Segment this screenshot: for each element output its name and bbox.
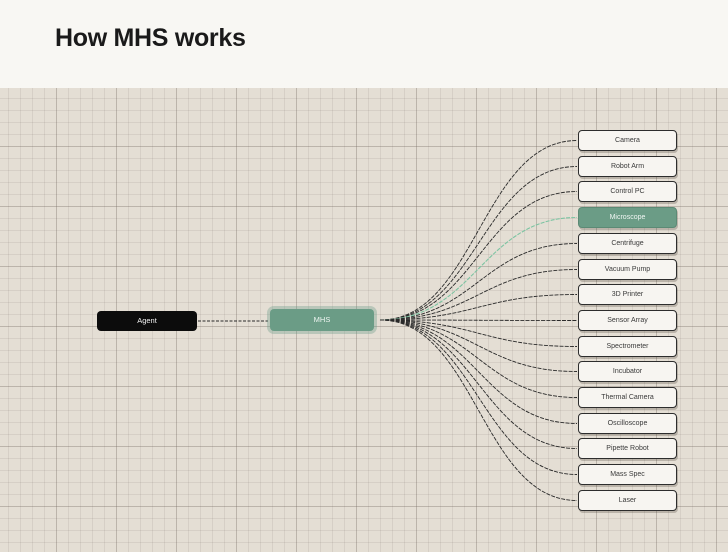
device-node-3d-printer[interactable]: 3D Printer xyxy=(578,284,677,305)
device-node-incubator[interactable]: Incubator xyxy=(578,361,677,382)
wire-mhs-to-device-2 xyxy=(379,191,578,321)
device-node-control-pc[interactable]: Control PC xyxy=(578,181,677,202)
wire-mhs-to-device-13 xyxy=(379,319,578,475)
device-node-centrifuge[interactable]: Centrifuge xyxy=(578,233,677,254)
wire-mhs-to-device-1 xyxy=(379,166,578,321)
wire-mhs-to-device-12 xyxy=(379,319,578,449)
wire-mhs-to-device-5 xyxy=(379,269,578,321)
page-title: How MHS works xyxy=(55,24,246,52)
wire-mhs-to-device-11 xyxy=(379,319,578,424)
wire-mhs-to-device-14 xyxy=(379,319,578,501)
wire-mhs-to-device-10 xyxy=(379,319,578,398)
wire-mhs-to-device-4 xyxy=(379,243,578,321)
wire-mhs-to-device-9 xyxy=(379,319,578,372)
wire-mhs-to-device-7 xyxy=(379,319,578,321)
device-node-spectrometer[interactable]: Spectrometer xyxy=(578,336,677,357)
device-node-vacuum-pump[interactable]: Vacuum Pump xyxy=(578,259,677,280)
agent-node[interactable]: Agent xyxy=(97,311,197,331)
device-node-pipette-robot[interactable]: Pipette Robot xyxy=(578,438,677,459)
wire-mhs-to-device-0 xyxy=(379,140,578,321)
mhs-hub-node[interactable]: MHS xyxy=(270,309,374,331)
wire-mhs-to-device-3 xyxy=(379,216,578,321)
device-node-camera[interactable]: Camera xyxy=(578,130,677,151)
connection-wires xyxy=(198,140,578,501)
wire-mhs-to-device-6 xyxy=(379,294,578,321)
device-node-oscilloscope[interactable]: Oscilloscope xyxy=(578,413,677,434)
diagram-canvas: Agent MHS Camera Robot Arm Control PC Mi… xyxy=(0,88,728,552)
device-node-sensor-array[interactable]: Sensor Array xyxy=(578,310,677,331)
wire-mhs-to-device-8 xyxy=(379,319,578,347)
device-node-robot-arm[interactable]: Robot Arm xyxy=(578,156,677,177)
device-node-thermal-camera[interactable]: Thermal Camera xyxy=(578,387,677,408)
device-node-laser[interactable]: Laser xyxy=(578,490,677,511)
device-node-microscope[interactable]: Microscope xyxy=(578,207,677,228)
page-header: How MHS works xyxy=(0,0,728,88)
device-node-mass-spec[interactable]: Mass Spec xyxy=(578,464,677,485)
